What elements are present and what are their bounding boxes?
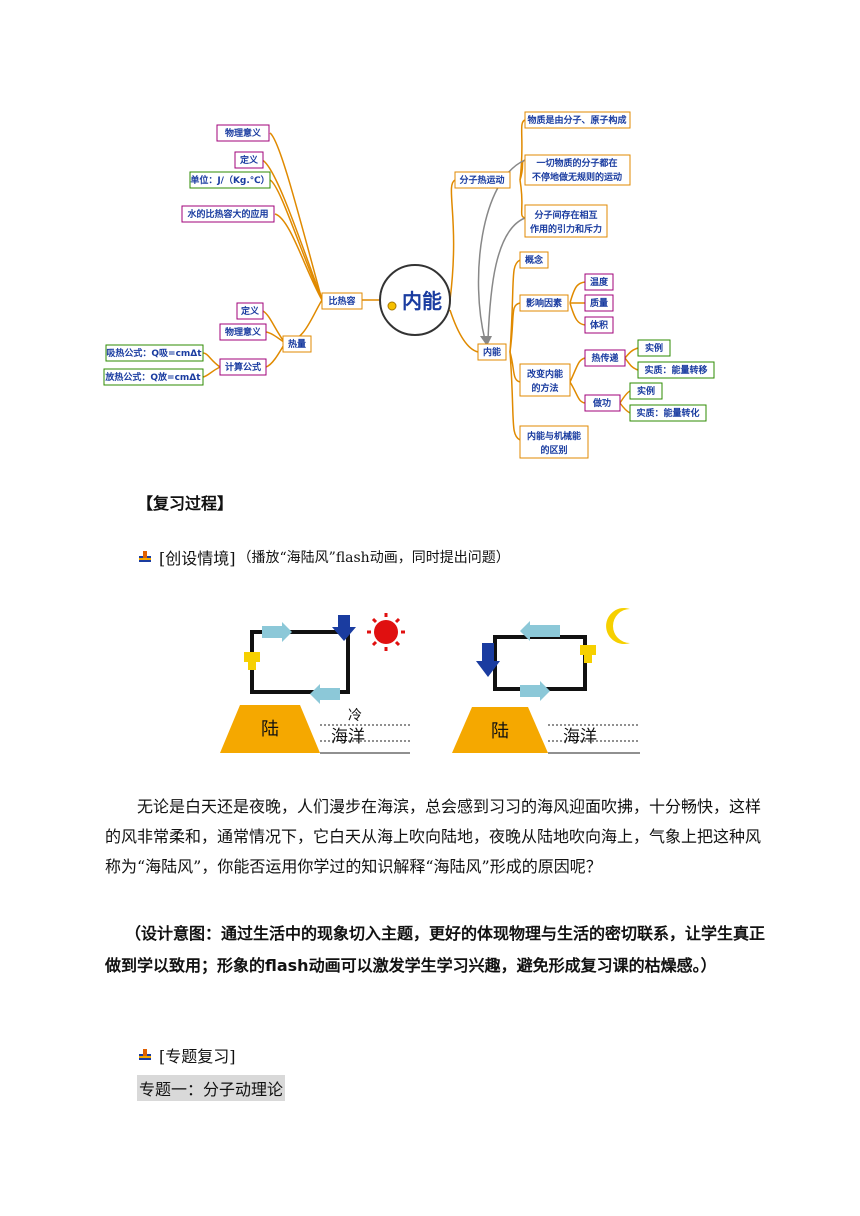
pencil-bullet-icon [137, 1047, 153, 1063]
node-volume: 体积 [590, 319, 608, 331]
scenario-line: [创设情境] （播放“海陆风”flash动画，同时提出问题） [137, 545, 510, 569]
topic-one-heading: 专题一：分子动理论 [137, 1075, 286, 1101]
node-water-heat: 水的比热容大的应用 [187, 208, 268, 220]
review-process-heading: 【复习过程】 [137, 494, 234, 513]
node-definition: 定义 [239, 154, 259, 166]
night-diagram: 陆 海洋 [452, 608, 640, 754]
special-review-line: [专题复习] [137, 1043, 236, 1067]
night-sea-label: 海洋 [563, 727, 597, 747]
node-change-2: 的方法 [531, 382, 558, 394]
node-heat-transfer: 热传递 [591, 352, 618, 364]
node-mass: 质量 [590, 297, 608, 309]
node-formula: 计算公式 [225, 361, 261, 373]
node-physics-meaning: 物理意义 [225, 127, 262, 139]
node-heat: 热量 [288, 338, 306, 350]
node-unit: 单位：J/（Kg.℃） [190, 174, 269, 186]
node-heat-meaning: 物理意义 [225, 326, 262, 338]
node-forces-1: 分子间存在相互 [534, 209, 597, 221]
scenario-note: （播放“海陆风”flash动画，同时提出问题） [237, 550, 510, 566]
sea-land-breeze-figure: 陆 冷 海洋 陆 海洋 [220, 608, 640, 754]
node-molecular-motion: 分子热运动 [459, 174, 504, 186]
day-diagram: 陆 冷 海洋 [220, 613, 410, 754]
node-absorb-formula: 吸热公式：Q吸=cmΔt [106, 347, 202, 359]
mind-map: 内能 物理意义 定义 单位：J/（Kg.℃） 水的比热容大的应用 比热容 定义 … [103, 111, 715, 459]
node-internal-energy: 内能 [483, 346, 501, 358]
pencil-bullet-icon [137, 549, 153, 565]
node-difference-1: 内能与机械能 [527, 430, 581, 442]
node-doing-work: 做功 [592, 397, 611, 409]
node-temperature: 温度 [590, 276, 609, 288]
night-land-label: 陆 [491, 721, 509, 742]
node-example-1: 实例 [645, 342, 663, 354]
node-heat-def: 定义 [240, 305, 260, 317]
cold-label: 冷 [348, 708, 362, 724]
node-difference-2: 的区别 [540, 444, 567, 456]
design-intent-paragraph: （设计意图：通过生活中的现象切入主题，更好的体现物理与生活的密切联系，让学生真正… [105, 924, 766, 975]
node-concept: 概念 [525, 254, 543, 266]
node-specific-heat: 比热容 [328, 295, 355, 307]
day-land-label: 陆 [261, 719, 279, 740]
node-forces-2: 作用的引力和斥力 [530, 223, 602, 235]
node-essence-convert: 实质：能量转化 [636, 407, 699, 419]
node-essence-transfer: 实质：能量转移 [644, 364, 707, 376]
special-review-label: [专题复习] [159, 1047, 236, 1066]
node-matter-molecules: 物质是由分子、原子构成 [527, 114, 626, 126]
scenario-label: [创设情境] [159, 549, 236, 568]
day-sea-label: 海洋 [331, 727, 365, 747]
center-label: 内能 [402, 289, 442, 313]
node-factors: 影响因素 [526, 297, 562, 309]
node-all-molecules-2: 不停地做无规则的运动 [532, 171, 622, 183]
node-all-molecules-1: 一切物质的分子都在 [536, 157, 617, 169]
node-example-2: 实例 [637, 385, 655, 397]
node-change-1: 改变内能 [527, 368, 563, 380]
scenario-paragraph: 无论是白天还是夜晚，人们漫步在海滨，总会感到习习的海风迎面吹拂，十分畅快，这样的… [105, 797, 762, 876]
node-release-formula: 放热公式：Q放=cmΔt [104, 371, 201, 383]
